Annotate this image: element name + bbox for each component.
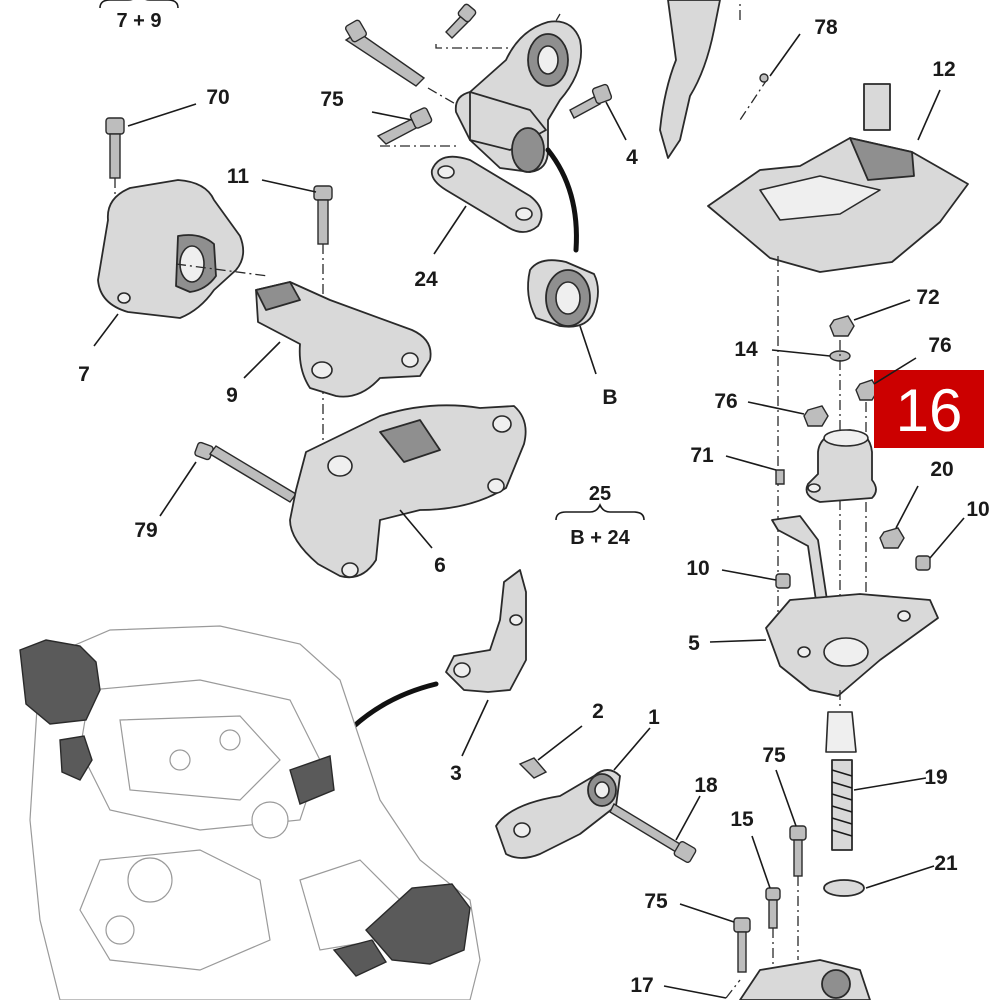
callout-2: 2 xyxy=(592,700,604,723)
callout-70: 70 xyxy=(206,86,229,109)
upper-torque-bracket xyxy=(344,3,613,328)
bracket-3 xyxy=(327,569,527,755)
callout-78: 78 xyxy=(814,16,838,39)
engine-block-illustration xyxy=(19,625,481,1000)
callout-4: 4 xyxy=(626,146,638,169)
callout-75-top: 75 xyxy=(320,88,344,111)
mount-stack xyxy=(765,315,939,897)
group-label-25: 25 xyxy=(589,483,611,505)
callout-19: 19 xyxy=(924,766,947,789)
callout-labels: 70 75 78 12 11 4 24 7 9 B 72 14 76 76 71… xyxy=(78,16,990,997)
callout-b: B xyxy=(602,386,617,409)
highlight-box xyxy=(874,370,984,448)
callout-7: 7 xyxy=(78,363,90,386)
highlight-badge-16: 16 xyxy=(874,370,984,448)
callout-71: 71 xyxy=(690,444,714,467)
bushing-b xyxy=(527,259,599,328)
torque-arm-1 xyxy=(495,757,697,864)
callout-76-left: 76 xyxy=(714,390,737,413)
callout-3: 3 xyxy=(450,762,462,785)
callout-11: 11 xyxy=(227,165,250,188)
group-label-7-9: 7 + 9 xyxy=(116,10,161,32)
engine-mount-7 xyxy=(97,117,269,319)
lower-mount-bracket xyxy=(725,825,871,1000)
callout-21: 21 xyxy=(934,852,958,875)
callout-10-right: 10 xyxy=(966,498,989,521)
leader-lines xyxy=(93,33,965,999)
callout-17: 17 xyxy=(630,974,653,997)
callout-24: 24 xyxy=(414,268,438,291)
callout-14: 14 xyxy=(734,338,758,361)
callout-79: 79 xyxy=(134,519,157,542)
callout-6: 6 xyxy=(434,554,446,577)
callout-18: 18 xyxy=(694,774,718,797)
callout-12: 12 xyxy=(932,58,955,81)
callout-15: 15 xyxy=(730,808,754,831)
callout-10-left: 10 xyxy=(686,557,709,580)
callout-1: 1 xyxy=(648,706,660,729)
callout-5: 5 xyxy=(688,632,700,655)
heat-shield-bracket xyxy=(659,0,769,159)
bracket-6 xyxy=(194,404,527,579)
callout-75-mid: 75 xyxy=(762,744,786,767)
callout-9: 9 xyxy=(226,384,238,407)
callout-20: 20 xyxy=(930,458,953,481)
group-7-9-brace xyxy=(99,0,179,9)
callout-76-right: 76 xyxy=(928,334,951,357)
battery-tray-12 xyxy=(707,83,969,620)
callout-75-low: 75 xyxy=(644,890,668,913)
group-sublabel-25: B + 24 xyxy=(570,527,630,549)
callout-72: 72 xyxy=(916,286,939,309)
group-25-brace xyxy=(555,502,645,521)
bracket-9 xyxy=(255,185,432,456)
highlight-label: 16 xyxy=(896,377,963,444)
